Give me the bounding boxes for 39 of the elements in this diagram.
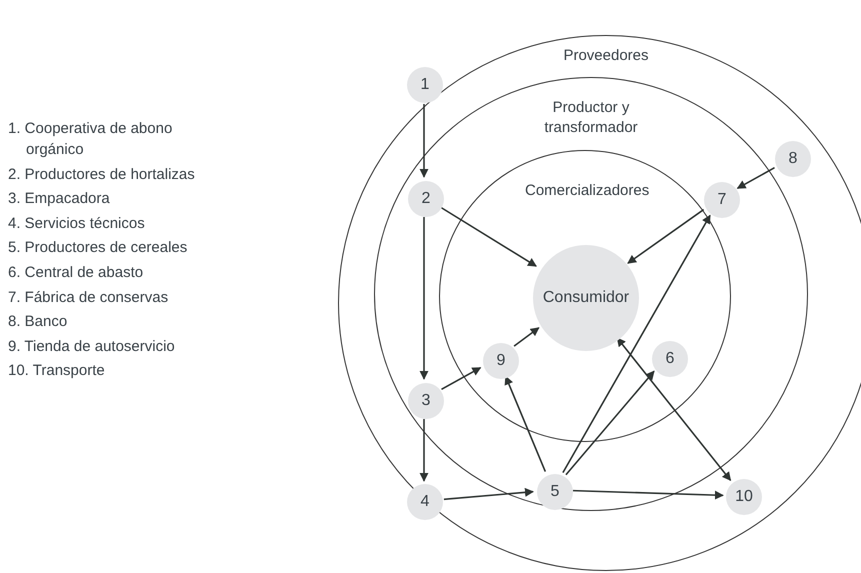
ring-area — [338, 35, 861, 571]
arrow — [420, 217, 428, 380]
key-entry: 6. Central de abasto — [8, 263, 144, 283]
numbered-circle: 3 — [408, 383, 444, 419]
numbered-circle: 2 — [408, 181, 444, 217]
arrow — [736, 167, 775, 189]
key-entry: 9. Tienda de autoservicio — [8, 336, 176, 357]
ring-title: Productor y transformador — [543, 98, 639, 138]
arrow — [444, 488, 534, 500]
numbered-circle: 5 — [537, 474, 573, 510]
key-entry: 1. Cooperativa de abono orgánico — [8, 119, 174, 160]
arrow — [504, 376, 546, 472]
arrow — [627, 208, 704, 264]
arrow — [572, 490, 724, 500]
arrow — [441, 367, 482, 390]
arrow — [440, 206, 537, 267]
ring-area — [439, 150, 731, 442]
arrow — [565, 370, 655, 476]
numbered-circle: 10 — [726, 479, 762, 515]
arrow — [562, 214, 711, 474]
arrow — [420, 419, 428, 482]
numbered-circle: 6 — [652, 341, 688, 377]
numbered-circle: 4 — [407, 484, 443, 520]
key-entry: 2. Productores de hortalizas — [8, 164, 196, 185]
numbered-circle: 1 — [407, 67, 443, 103]
ring-title: Proveedores — [563, 46, 649, 66]
key-entry: 7. Fábrica de conservas — [8, 288, 170, 308]
arrow — [514, 327, 540, 347]
key-entry: 8. Banco — [8, 312, 68, 332]
key-entry: 5. Productores de cereales — [8, 238, 188, 258]
numbered-circle: 8 — [775, 141, 811, 177]
key-entry: 10. Transporte — [8, 361, 106, 382]
numbered-circle: 9 — [483, 343, 519, 379]
centre-circle: Consumidor — [533, 245, 639, 351]
arrow — [420, 104, 428, 178]
numbered-circle: 7 — [704, 182, 740, 218]
arrow — [616, 337, 732, 482]
key-entry: 3. Empacadora — [8, 189, 111, 210]
key-entry: 4. Servicios técnicos — [8, 214, 146, 234]
